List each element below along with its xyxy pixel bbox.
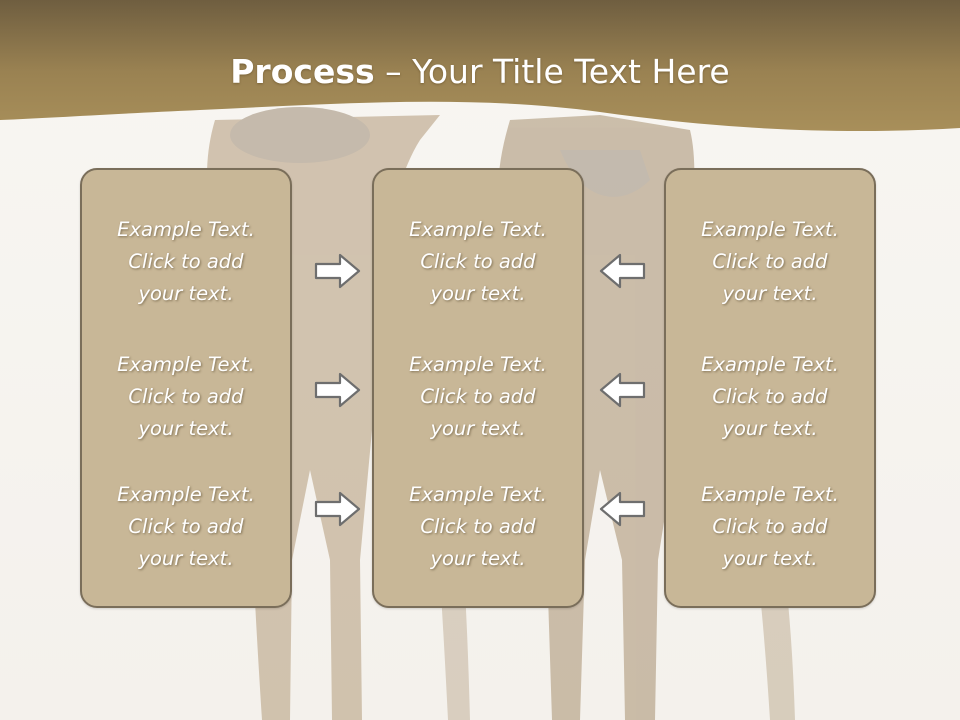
process-box-left[interactable]: Example Text. Click to add your text. Ex… [80,168,292,608]
text-line: Example Text. [701,483,839,506]
header-band [0,0,960,131]
arrow-right-icon [314,253,361,289]
text-placeholder[interactable]: Example Text. Click to add your text. [82,214,290,310]
text-placeholder[interactable]: Example Text. Click to add your text. [374,349,582,445]
text-placeholder[interactable]: Example Text. Click to add your text. [666,214,874,310]
text-line: Example Text. [409,218,547,241]
text-line: Example Text. [117,353,255,376]
text-line: Click to add [712,515,828,538]
process-box-center[interactable]: Example Text. Click to add your text. Ex… [372,168,584,608]
text-line: Click to add [128,385,244,408]
text-placeholder[interactable]: Example Text. Click to add your text. [82,479,290,575]
text-line: Example Text. [701,218,839,241]
text-line: your text. [138,547,234,570]
text-placeholder[interactable]: Example Text. Click to add your text. [666,479,874,575]
arrow-left-icon [599,253,646,289]
text-line: Click to add [712,385,828,408]
arrow-left-icon [599,372,646,408]
title-rest: – Your Title Text Here [374,52,730,91]
text-line: your text. [430,417,526,440]
text-line: Click to add [420,250,536,273]
text-line: Example Text. [117,218,255,241]
text-line: your text. [430,282,526,305]
title-bold: Process [230,52,375,91]
arrow-left-icon [599,491,646,527]
text-line: Example Text. [409,483,547,506]
arrow-right-icon [314,491,361,527]
text-line: your text. [722,282,818,305]
text-placeholder[interactable]: Example Text. Click to add your text. [666,349,874,445]
text-line: Example Text. [117,483,255,506]
text-line: Click to add [128,250,244,273]
text-line: your text. [722,417,818,440]
text-line: Example Text. [409,353,547,376]
slide-title[interactable]: Process – Your Title Text Here [0,52,960,91]
text-line: Click to add [712,250,828,273]
text-line: Click to add [420,515,536,538]
text-line: Example Text. [701,353,839,376]
text-placeholder[interactable]: Example Text. Click to add your text. [82,349,290,445]
text-placeholder[interactable]: Example Text. Click to add your text. [374,479,582,575]
text-placeholder[interactable]: Example Text. Click to add your text. [374,214,582,310]
text-line: your text. [722,547,818,570]
process-box-right[interactable]: Example Text. Click to add your text. Ex… [664,168,876,608]
text-line: Click to add [420,385,536,408]
arrow-right-icon [314,372,361,408]
text-line: your text. [138,282,234,305]
text-line: Click to add [128,515,244,538]
text-line: your text. [430,547,526,570]
text-line: your text. [138,417,234,440]
